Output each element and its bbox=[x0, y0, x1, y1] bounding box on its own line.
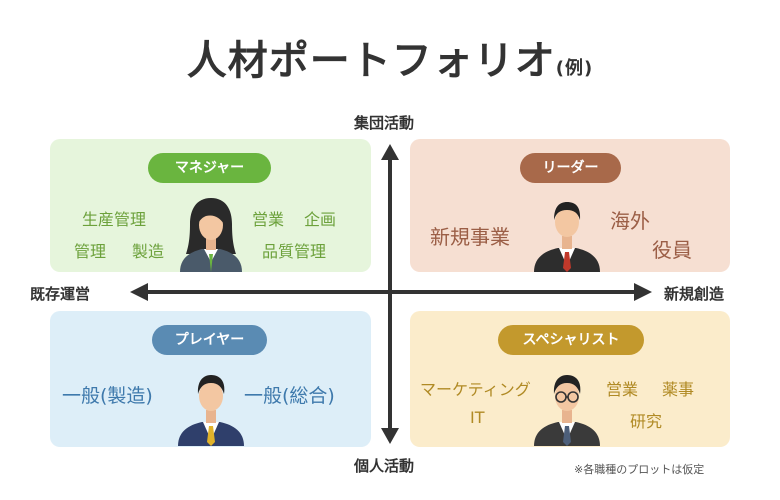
man-leader-icon bbox=[534, 202, 600, 272]
page-title: 人材ポートフォリオ(例) bbox=[0, 28, 780, 86]
manager-item: 企画 bbox=[304, 210, 337, 229]
specialist-item: 営業 bbox=[606, 380, 639, 399]
specialist-item: 薬事 bbox=[662, 380, 695, 399]
man-player-icon bbox=[178, 375, 244, 446]
specialist-item: IT bbox=[470, 408, 485, 427]
leader-item: 役員 bbox=[652, 238, 692, 262]
badge-leader: リーダー bbox=[520, 153, 621, 183]
manager-item: 営業 bbox=[252, 210, 285, 229]
badge-manager: マネジャー bbox=[148, 153, 271, 183]
axis-top-label: 集団活動 bbox=[354, 114, 415, 132]
player-item: 一般(製造) bbox=[62, 385, 153, 407]
badge-player: プレイヤー bbox=[152, 325, 267, 355]
axis-right-label: 新規創造 bbox=[664, 285, 725, 303]
leader-item: 新規事業 bbox=[430, 225, 510, 249]
manager-item: 生産管理 bbox=[82, 210, 147, 229]
axis-left-label: 既存運営 bbox=[30, 285, 91, 303]
leader-item: 海外 bbox=[610, 209, 650, 233]
woman-manager-icon bbox=[180, 198, 242, 272]
footnote: ※各職種のプロットは仮定 bbox=[574, 463, 705, 476]
axis-bottom-label: 個人活動 bbox=[354, 457, 415, 475]
title-sub: (例) bbox=[555, 58, 594, 79]
specialist-item: マーケティング bbox=[420, 380, 531, 399]
manager-item: 品質管理 bbox=[262, 242, 327, 261]
badge-specialist: スペシャリスト bbox=[498, 325, 644, 355]
man-glasses-specialist-icon bbox=[534, 375, 600, 446]
player-item: 一般(総合) bbox=[244, 385, 335, 407]
title-main: 人材ポートフォリオ bbox=[186, 38, 556, 84]
manager-item: 管理 bbox=[74, 242, 107, 261]
specialist-item: 研究 bbox=[630, 412, 663, 431]
manager-item: 製造 bbox=[132, 242, 165, 261]
